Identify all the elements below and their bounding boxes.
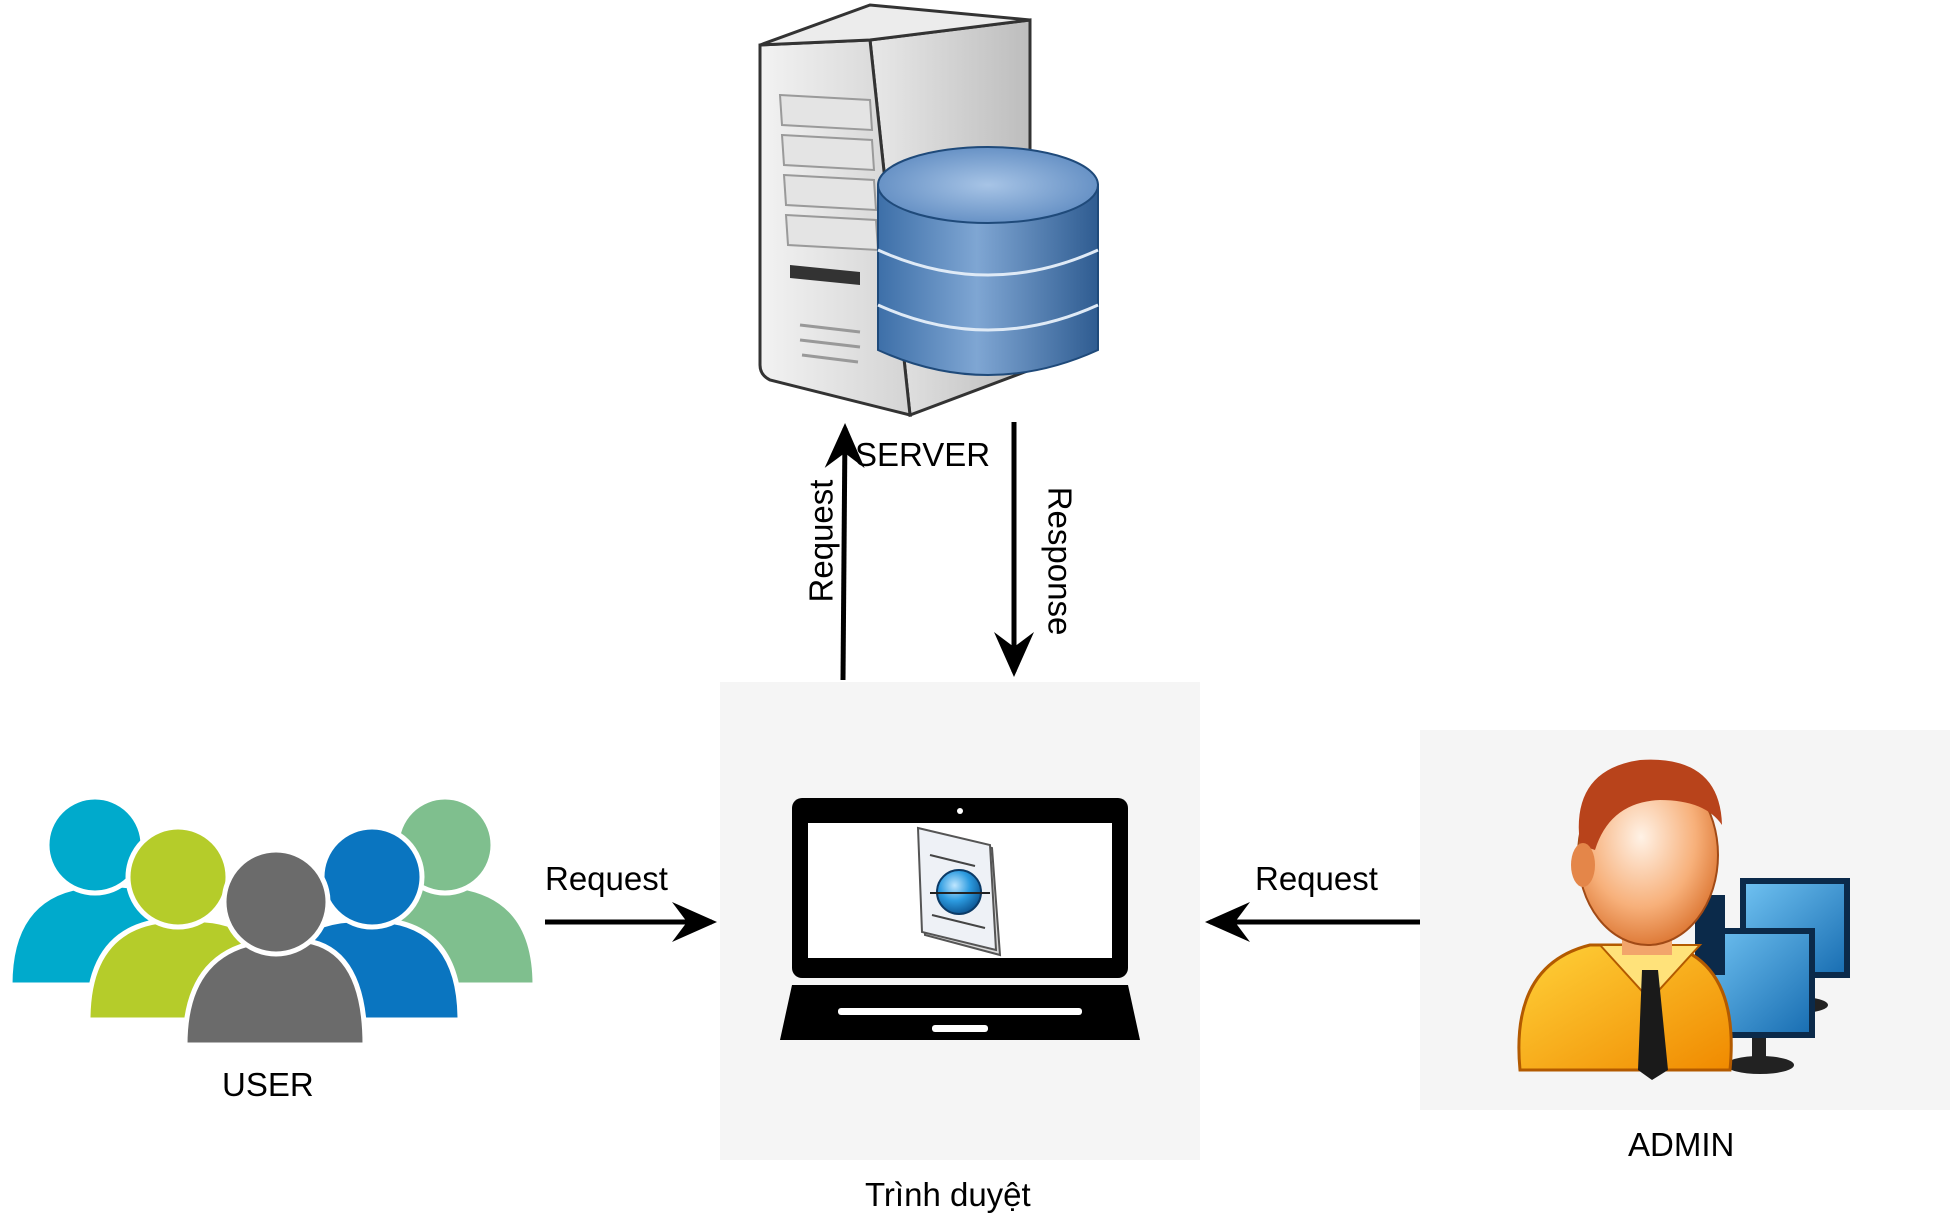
edge-label-user-request: Request [545,860,668,897]
edge-label-response-to-browser: Response [1041,486,1079,636]
server-database-icon [758,3,1099,418]
edge-label-request-to-server: Request [802,479,840,603]
admin-label: ADMIN [1628,1126,1735,1163]
server-label: SERVER [855,436,991,473]
user-group-icon [7,794,538,1048]
user-label: USER [222,1066,314,1103]
arrow-browser-to-server [824,423,865,681]
browser-label: Trình duyệt [865,1176,1031,1213]
admin-computers-icon [1517,759,1850,1080]
laptop-browser-icon [780,798,1140,1040]
edge-label-admin-request: Request [1255,860,1378,897]
web-page-icon [916,826,1002,957]
